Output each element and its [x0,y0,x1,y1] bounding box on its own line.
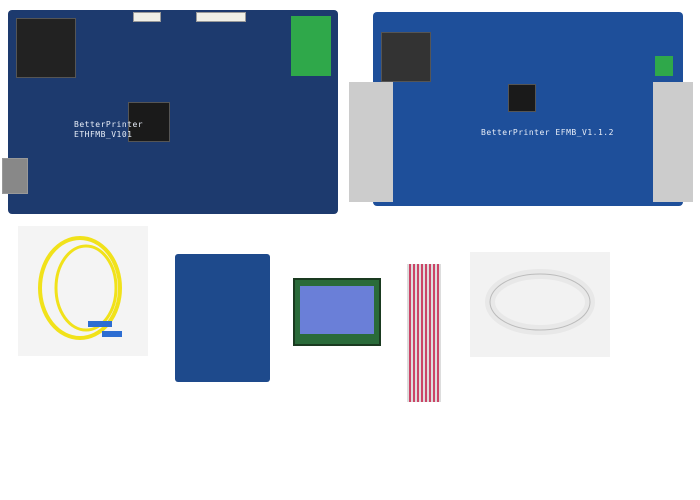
processor-chip [128,102,170,142]
heatsink-left [349,82,393,202]
processor-chip [508,84,536,112]
main-board-2: BetterPrinter EFMB_V1.1.2 [349,12,693,206]
terminal-block [291,16,331,76]
connector [133,12,161,22]
fiber-module [16,18,76,78]
fiber-optic-cable [18,226,148,356]
terminal-block [655,56,673,76]
main-board-1: BetterPrinter ETHFMB_V101 [2,10,338,214]
fiber-module [381,32,431,82]
ethernet-port [2,158,28,194]
board-model: ETHFMB_V101 [74,130,133,139]
heatsink-right [653,82,693,202]
board-label: BetterPrinter EFMB_V1.1.2 [481,128,614,137]
adapter-board [175,254,270,382]
flat-flex-cable [470,252,610,357]
lcd-screen [300,286,374,334]
ribbon-cable [407,264,441,402]
board-label: BetterPrinter [74,120,144,129]
connector [196,12,246,22]
